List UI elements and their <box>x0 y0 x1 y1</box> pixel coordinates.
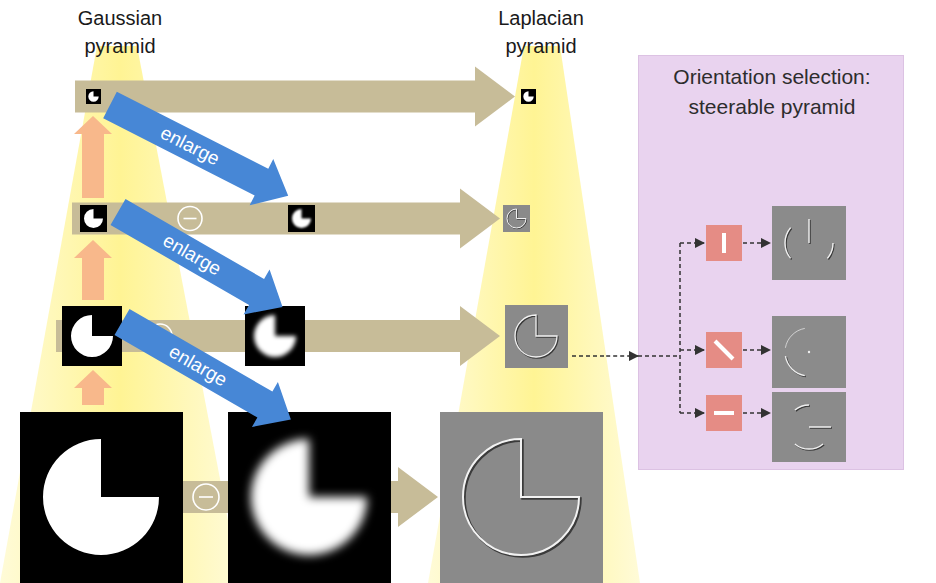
subband-image <box>772 392 846 462</box>
pacman-shape <box>84 209 103 228</box>
edge-highlight <box>785 356 804 375</box>
filter-box <box>706 332 742 368</box>
edge-shadow <box>796 406 832 450</box>
filter-bar <box>722 233 726 253</box>
subband-image <box>772 206 846 280</box>
image-frame <box>20 412 183 583</box>
pacman-shape <box>88 91 98 101</box>
level-arrow <box>72 189 500 249</box>
panel-heading: Orientation selection: steerable pyramid <box>647 62 897 122</box>
pyramid-band: Gaussian pyramid <box>0 0 240 583</box>
edge-shadow <box>465 441 581 557</box>
reduce-arrow <box>74 240 112 300</box>
band-shape <box>0 46 240 583</box>
blurred-shape <box>292 209 311 228</box>
reduce-arrow <box>74 370 112 405</box>
pacman-shape <box>43 439 159 555</box>
edge-highlight <box>785 219 833 258</box>
dashed-leader <box>743 349 770 351</box>
edge-highlight <box>507 209 526 228</box>
minus-symbol <box>199 496 213 498</box>
pyramid-band: Laplacian pyramid <box>428 0 640 583</box>
subband-image <box>772 316 846 388</box>
image-frame <box>86 89 101 104</box>
image-frame <box>288 205 315 232</box>
image-frame <box>80 205 107 232</box>
pacman-shape <box>523 91 533 101</box>
reduce-arrow <box>74 116 112 198</box>
pyramid-heading: Gaussian pyramid <box>60 4 180 60</box>
center-dot <box>808 351 810 353</box>
dashed-leader <box>743 242 770 244</box>
arrow-label: enlarge <box>157 122 223 170</box>
edge-highlight <box>795 405 831 449</box>
filter-bar <box>715 341 733 359</box>
dashed-connector <box>606 355 638 357</box>
dashed-leader <box>680 412 704 414</box>
image-frame <box>62 306 122 366</box>
pyramid-heading: Laplacian pyramid <box>481 4 601 60</box>
filter-box <box>706 395 742 431</box>
minus-symbol <box>193 484 219 510</box>
enlarge-arrow <box>98 82 300 219</box>
edge-shadow <box>508 210 527 229</box>
minus-symbol <box>154 335 167 337</box>
image-frame <box>228 412 391 583</box>
pacman-shape <box>71 315 113 357</box>
edge-shadow <box>516 316 558 358</box>
band-outline <box>428 0 640 583</box>
dashed-leader <box>679 243 681 413</box>
band-image <box>440 412 603 583</box>
image-frame <box>245 306 305 366</box>
edge-highlight <box>515 315 557 357</box>
edge-highlight <box>463 439 579 555</box>
minus-symbol <box>184 218 197 220</box>
band-outline <box>0 0 240 583</box>
level-arrow <box>180 467 438 527</box>
enlarge-arrow <box>105 189 296 329</box>
dashed-leader <box>680 349 704 351</box>
minus-symbol <box>148 324 172 348</box>
image-frame <box>521 89 536 104</box>
band-image <box>505 305 568 368</box>
blurred-shape <box>254 315 296 357</box>
band-image <box>503 205 530 232</box>
filter-panel: Orientation selection: steerable pyramid <box>638 55 904 470</box>
edge-shadow <box>786 357 805 376</box>
minus-symbol <box>178 207 202 231</box>
dashed-leader <box>572 355 607 357</box>
band-shape <box>428 46 640 583</box>
dashed-leader <box>743 412 770 414</box>
blurred-shape <box>251 439 367 555</box>
enlarge-arrow <box>109 299 304 442</box>
level-arrow <box>75 67 515 127</box>
filter-bar <box>714 411 734 415</box>
dashed-leader <box>638 355 680 357</box>
edge-highlight <box>785 328 804 347</box>
filter-box <box>706 225 742 261</box>
level-arrow <box>56 306 500 366</box>
edge-shadow <box>786 220 834 259</box>
dashed-leader <box>680 242 704 244</box>
